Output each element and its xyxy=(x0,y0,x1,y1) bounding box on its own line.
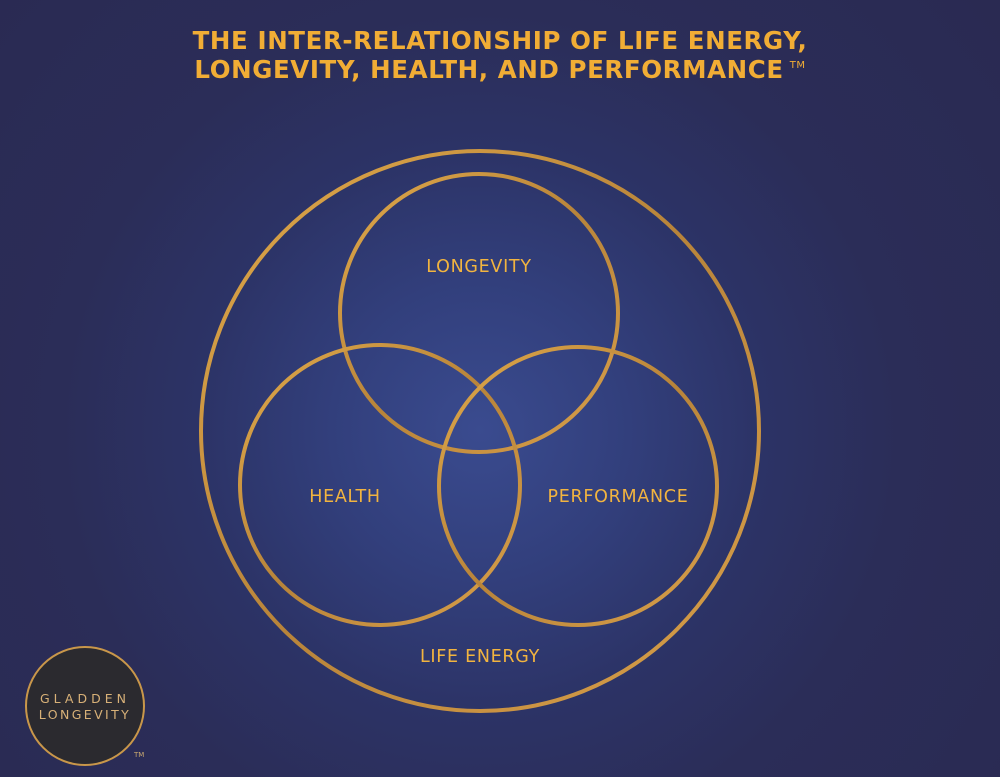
performance-circle xyxy=(437,345,719,627)
logo-word-gladden: GLADDEN xyxy=(40,691,130,706)
health-circle xyxy=(238,343,522,627)
title-trademark: TM xyxy=(789,60,806,71)
longevity-circle xyxy=(338,172,620,454)
logo-trademark: TM xyxy=(134,751,145,759)
logo-word-longevity: LONGEVITY xyxy=(38,707,132,722)
gladden-longevity-logo: GLADDEN LONGEVITY xyxy=(25,646,145,766)
life-energy-label: LIFE ENERGY xyxy=(419,647,541,667)
title-line-2: LONGEVITY, HEALTH, AND PERFORMANCE TM xyxy=(0,55,1000,84)
title-line-2-text: LONGEVITY, HEALTH, AND PERFORMANCE xyxy=(194,55,784,84)
health-label: HEALTH xyxy=(309,487,381,507)
performance-label: PERFORMANCE xyxy=(547,487,689,507)
life-energy-circle xyxy=(199,149,761,713)
diagram-title: THE INTER-RELATIONSHIP OF LIFE ENERGY, L… xyxy=(0,26,1000,84)
title-line-1: THE INTER-RELATIONSHIP OF LIFE ENERGY, xyxy=(192,26,808,55)
longevity-label: LONGEVITY xyxy=(426,257,532,277)
